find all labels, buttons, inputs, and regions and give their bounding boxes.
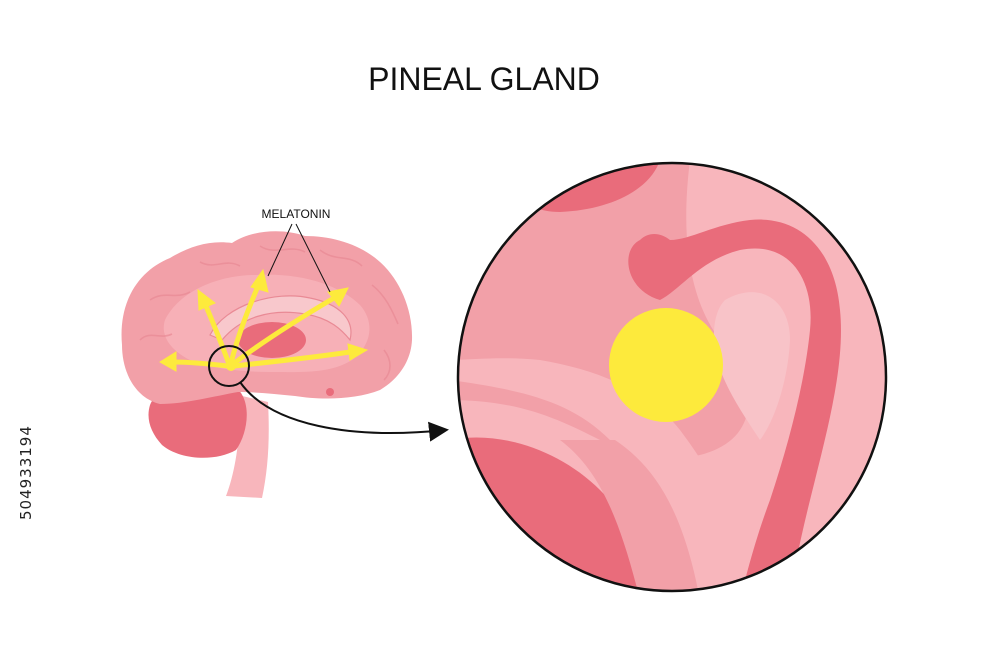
melatonin-pointer-line-right bbox=[295, 223, 331, 293]
melatonin-pointer-line-left bbox=[267, 223, 293, 277]
diagram-title: PINEAL GLAND bbox=[368, 61, 600, 97]
melatonin-arrow-right bbox=[231, 349, 353, 369]
zoomed-pineal-view bbox=[458, 163, 886, 591]
zoom-inner-lobe bbox=[713, 292, 790, 440]
gyri-lines bbox=[139, 245, 399, 381]
zoom-vessel bbox=[628, 219, 841, 591]
melatonin-arrow-up bbox=[228, 283, 261, 366]
brainstem bbox=[226, 395, 269, 498]
zoom-pineal-gland bbox=[609, 308, 723, 422]
melatonin-arrows bbox=[159, 268, 369, 372]
arrow-right-icon bbox=[239, 381, 449, 442]
pineal-highlight-circle bbox=[208, 345, 250, 387]
melatonin-arrow-left bbox=[171, 359, 231, 369]
melatonin-arrow-up-left bbox=[203, 303, 232, 367]
melatonin-label-group: MELATONIN bbox=[262, 207, 331, 293]
zoom-region-mid-lower bbox=[560, 440, 700, 591]
brain-dot bbox=[326, 388, 334, 396]
melatonin-arrow-up-right bbox=[230, 295, 337, 367]
stock-id: 504933194 bbox=[17, 425, 35, 520]
brain-illustration bbox=[121, 231, 413, 498]
zoom-circle-outline bbox=[456, 161, 888, 593]
melatonin-label: MELATONIN bbox=[262, 207, 331, 221]
pineal-gland-dot bbox=[226, 361, 236, 371]
